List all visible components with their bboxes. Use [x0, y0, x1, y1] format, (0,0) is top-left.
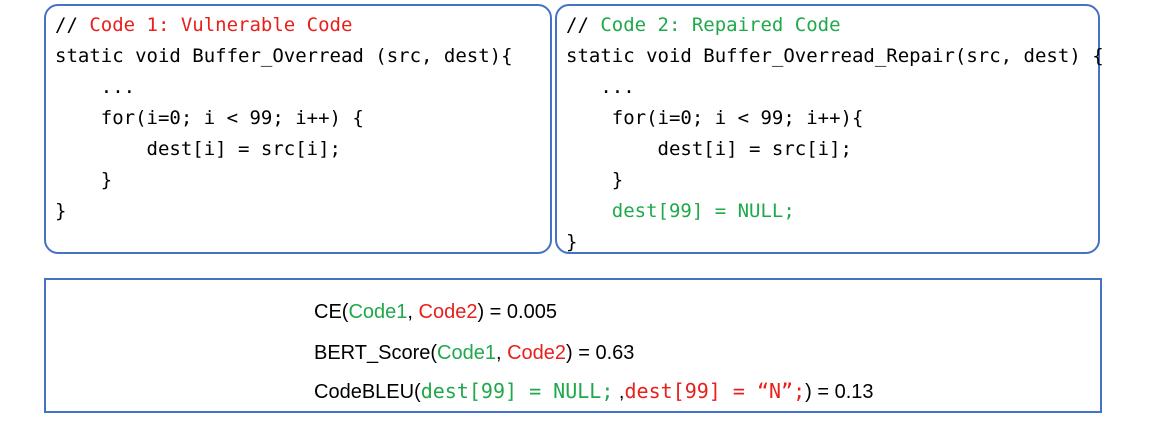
repaired-code-panel: // Code 2: Repaired Code static void Buff…: [555, 4, 1104, 254]
code-fragment: ...: [566, 76, 635, 98]
code-fragment: }: [566, 231, 578, 253]
code-fragment: }: [566, 169, 624, 191]
bert-code1: Code1: [437, 342, 496, 364]
code-line: }: [566, 165, 1104, 196]
codebleu-result: ) = 0.13: [805, 381, 874, 403]
code-fragment: dest[99] = NULL;: [566, 200, 795, 222]
codebleu-arg1: dest[99] = NULL;: [420, 379, 614, 403]
code-fragment: for(i=0; i < 99; i++) {: [55, 107, 364, 129]
code-line: }: [566, 227, 1104, 258]
code-fragment: }: [55, 169, 113, 191]
ce-label: CE(: [314, 301, 349, 323]
bert-separator: ,: [495, 342, 508, 364]
code-fragment: static void Buffer_Overread (src, dest){: [55, 45, 513, 67]
code-line: static void Buffer_Overread_Repair(src, …: [566, 41, 1104, 72]
bert-result: ) = 0.63: [566, 342, 635, 364]
ce-result: ) = 0.005: [477, 301, 557, 323]
code-line: // Code 1: Vulnerable Code: [55, 10, 513, 41]
code-line: dest[99] = NULL;: [566, 196, 1104, 227]
code-line: // Code 2: Repaired Code: [566, 10, 1104, 41]
codebleu-separator: ,: [613, 381, 625, 403]
metrics-panel: CE(Code1, Code2) = 0.005 BERT_Score(Code…: [44, 278, 1102, 413]
code-fragment: //: [55, 14, 90, 36]
ce-separator: ,: [407, 301, 419, 323]
code-line: for(i=0; i < 99; i++) {: [55, 103, 513, 134]
repaired-code-block: // Code 2: Repaired Code static void Buff…: [566, 10, 1104, 258]
bert-score-metric: BERT_Score(Code1, Code2) = 0.63: [314, 342, 634, 365]
code-fragment: dest[i] = src[i];: [566, 138, 852, 160]
ce-metric: CE(Code1, Code2) = 0.005: [314, 301, 557, 324]
codebleu-label: CodeBLEU(: [314, 381, 421, 403]
code-line: ...: [566, 72, 1104, 103]
code-line: dest[i] = src[i];: [55, 134, 513, 165]
code-line: }: [55, 196, 513, 227]
vulnerable-code-block: // Code 1: Vulnerable Code static void Bu…: [55, 10, 513, 227]
code-fragment: }: [55, 200, 67, 222]
ce-code2: Code2: [418, 301, 478, 323]
code-fragment: static void Buffer_Overread_Repair(src, …: [566, 45, 1104, 67]
codebleu-arg2: dest[99] = “N”;: [624, 379, 806, 403]
code-fragment: for(i=0; i < 99; i++){: [566, 107, 864, 129]
code-fragment: Code 1: Vulnerable Code: [89, 14, 353, 36]
code-line: for(i=0; i < 99; i++){: [566, 103, 1104, 134]
code-line: }: [55, 165, 513, 196]
code-line: dest[i] = src[i];: [566, 134, 1104, 165]
bert-label: BERT_Score(: [314, 342, 438, 364]
codebleu-metric: CodeBLEU(dest[99] = NULL; ,dest[99] = “N…: [314, 379, 874, 404]
ce-code1: Code1: [348, 301, 408, 323]
code-line: ...: [55, 72, 513, 103]
code-fragment: Code 2: Repaired Code: [600, 14, 841, 36]
code-fragment: ...: [55, 76, 136, 98]
code-fragment: dest[i] = src[i];: [55, 138, 341, 160]
code-line: static void Buffer_Overread (src, dest){: [55, 41, 513, 72]
vulnerable-code-panel: // Code 1: Vulnerable Code static void Bu…: [44, 4, 552, 254]
bert-code2: Code2: [507, 342, 567, 364]
code-fragment: //: [566, 14, 601, 36]
